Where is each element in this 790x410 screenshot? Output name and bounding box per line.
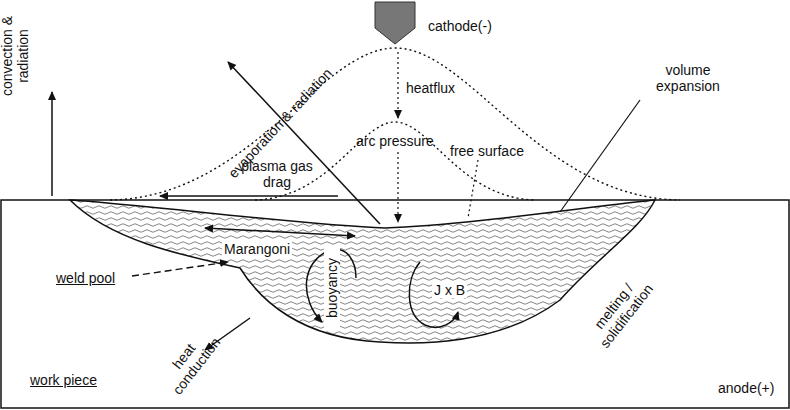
convection-arrow [51,92,53,196]
arc-pressure-arrow [397,152,398,222]
plasma-gas-drag-label: plasma gas drag [232,158,322,190]
volume-expansion-label: volume expansion [648,62,728,94]
buoyancy-label: buoyancy [324,246,340,330]
jxb-label: J x B [432,282,467,298]
cathode [375,2,415,44]
heatflux-curve [110,48,680,200]
free-surface-label: free surface [450,143,524,159]
marangoni-label: Marangoni [222,241,292,257]
convection-label: convection & radiation [0,1,31,111]
work-piece-label: work piece [30,372,97,388]
free-surface-leader [468,160,478,218]
plasma-drag-arrow [160,195,338,197]
heatflux-label: heatflux [406,80,455,96]
heatflux-arrow [397,52,398,118]
marangoni-arrow [205,228,355,236]
weld-pool-label: weld pool [56,270,115,286]
work-piece [1,200,789,408]
arc-pressure-label: arc pressure [356,133,434,149]
cathode-label: cathode(-) [428,18,492,34]
weld-pool [70,200,655,343]
anode-label: anode(+) [718,380,774,396]
weld-pool-leader [132,262,228,276]
volume-expansion-leader [560,100,640,212]
